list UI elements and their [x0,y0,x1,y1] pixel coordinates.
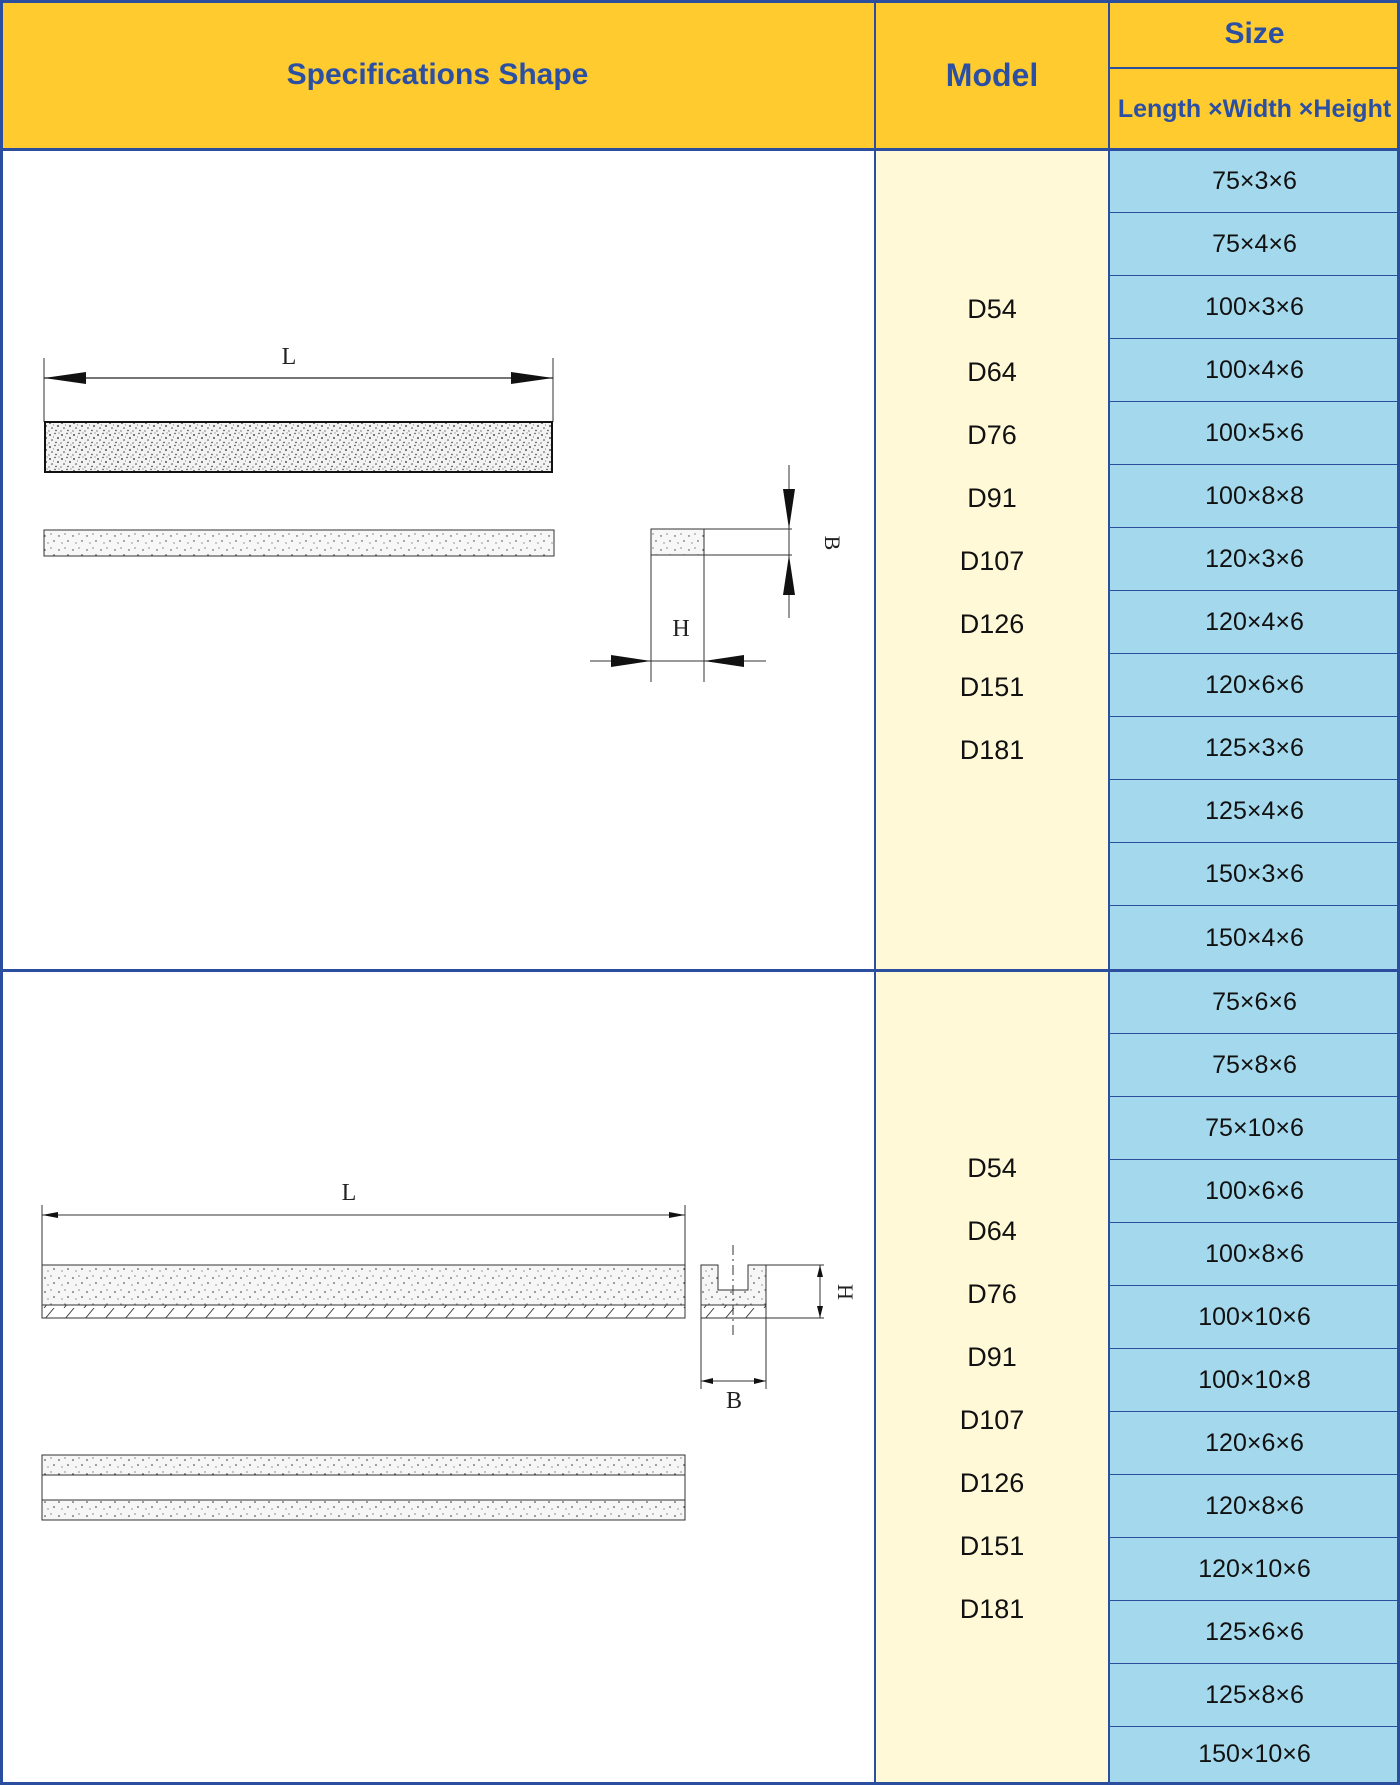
size-cell: 125×6×6 [1109,1601,1400,1664]
size-cell: 100×4×6 [1109,339,1400,402]
header-bottom-divider [0,148,1400,151]
table-header [0,0,1400,150]
size-cell: 125×4×6 [1109,780,1400,843]
width-label: B [726,1388,742,1414]
model-item: D64 [967,1216,1017,1246]
model-item: D76 [967,1279,1017,1309]
model-item: D151 [959,672,1025,702]
model-item: D126 [959,1468,1025,1498]
length-label: L [282,344,297,370]
size-cell: 150×3×6 [1109,843,1400,906]
length-label: L [342,1180,357,1206]
model-item: D91 [967,483,1017,513]
model-item: D181 [959,735,1025,765]
model-list: D54 D64 D76 D91 D107 D126 D151 D181 [875,1137,1109,1641]
model-item: D54 [967,294,1017,324]
model-item: D107 [959,1405,1025,1435]
model-item: D126 [959,609,1025,639]
model-list: D54 D64 D76 D91 D107 D126 D151 D181 [875,278,1109,782]
size-cell: 75×10×6 [1109,1097,1400,1160]
size-cell: 120×10×6 [1109,1538,1400,1601]
size-cell: 75×4×6 [1109,213,1400,276]
drawing-section-1: L B H [43,344,845,682]
model-column-section-1 [875,150,1109,971]
header-size-dimensions: Length ×Width ×Height [1117,94,1392,123]
table-border-top [0,0,1400,3]
size-cell: 120×8×6 [1109,1475,1400,1538]
size-cell: 100×10×8 [1109,1349,1400,1412]
size-cell: 150×10×6 [1109,1727,1400,1782]
size-cell: 150×4×6 [1109,906,1400,971]
size-cell: 100×10×6 [1109,1286,1400,1349]
column-divider-1 [874,0,876,1785]
table-border-left [0,0,3,1785]
model-item: D54 [967,1153,1017,1183]
header-size-divider [1109,67,1400,69]
size-cell: 125×3×6 [1109,717,1400,780]
model-item: D64 [967,357,1017,387]
table-border-right [1397,0,1400,1785]
width-label: B [820,536,845,551]
size-cell: 100×6×6 [1109,1160,1400,1223]
header-size: Size [1224,17,1285,50]
model-item: D76 [967,420,1017,450]
drawing-section-2: L H B [41,1180,858,1521]
size-cell: 100×8×8 [1109,465,1400,528]
table-border-bottom [0,1782,1400,1785]
header-specifications-shape: Specifications Shape [286,58,589,91]
size-cell: 100×3×6 [1109,276,1400,339]
size-cell: 125×8×6 [1109,1664,1400,1727]
size-cell: 75×6×6 [1109,971,1400,1034]
size-cell: 75×8×6 [1109,1034,1400,1097]
model-item: D151 [959,1531,1025,1561]
model-column-section-2 [875,971,1109,1782]
model-item: D107 [959,546,1025,576]
size-cell: 120×6×6 [1109,654,1400,717]
size-cell: 120×6×6 [1109,1412,1400,1475]
size-cell: 120×3×6 [1109,528,1400,591]
height-label: H [672,616,689,642]
model-item: D91 [967,1342,1017,1372]
column-divider-2 [1108,0,1110,1785]
size-cell: 75×3×6 [1109,150,1400,213]
size-cell: 100×5×6 [1109,402,1400,465]
height-label: H [833,1284,858,1300]
model-item: D181 [959,1594,1025,1624]
section-divider [0,969,1400,972]
size-cell: 100×8×6 [1109,1223,1400,1286]
size-cell: 120×4×6 [1109,591,1400,654]
header-model: Model [945,56,1039,93]
